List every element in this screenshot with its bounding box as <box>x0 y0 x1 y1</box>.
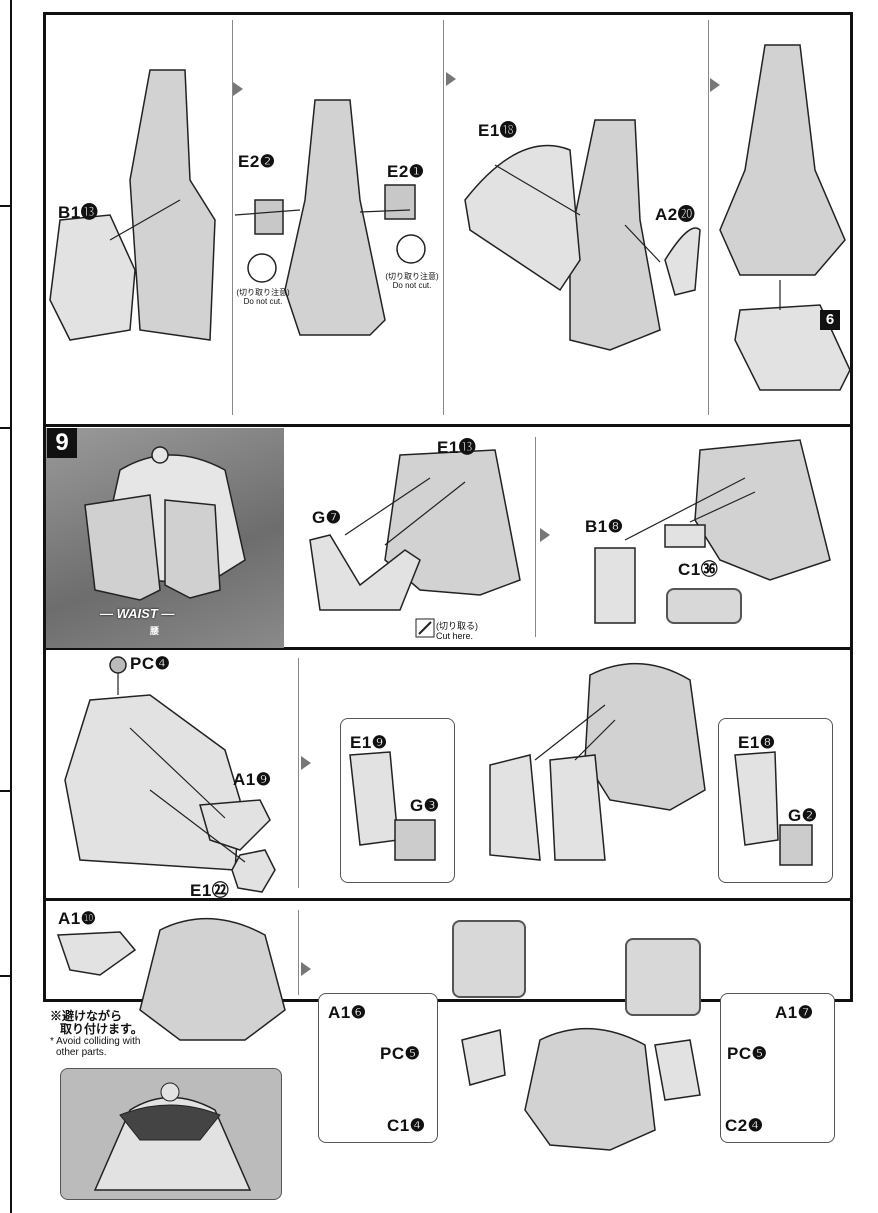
label-e1-22: E1㉒ <box>190 881 230 900</box>
part-g2-illustration <box>779 824 813 866</box>
note-en: Cut here. <box>436 631 474 641</box>
column-divider <box>443 20 444 415</box>
avoid-collision-note: ※避けながら 取り付けます。 * Avoid colliding with ot… <box>50 1009 143 1059</box>
flow-arrow-icon <box>301 962 311 976</box>
do-not-cut-icon <box>396 234 426 264</box>
part-a2-20-illustration <box>664 227 701 296</box>
note-jp: (切り取り注意) <box>236 288 290 297</box>
part-e2-1-illustration <box>384 184 416 220</box>
part-6-badge: 6 <box>820 310 840 330</box>
label-e1-13: E1⓭ <box>437 438 477 457</box>
inner-view-callout-left <box>452 920 526 998</box>
label-e1-18: E1⓲ <box>478 121 518 140</box>
row-divider <box>43 424 853 427</box>
waist-title: — WAIST — <box>100 606 175 621</box>
label-pc5-left: PC❺ <box>380 1044 421 1063</box>
note-en-line1: * Avoid colliding with <box>50 1036 141 1047</box>
armor-plate-b1-illustration <box>49 214 136 341</box>
label-c1-36: C1㊱ <box>678 560 719 579</box>
nipper-cut-icon <box>415 618 435 638</box>
side-armor-right-illustration <box>654 1039 701 1101</box>
flow-arrow-icon <box>233 82 243 96</box>
label-g3: G❸ <box>410 796 440 815</box>
column-divider <box>298 910 299 995</box>
part-c1-36-illustration <box>664 524 706 548</box>
label-a1-7: A1❼ <box>775 1003 814 1022</box>
part-a1-10-illustration <box>56 931 137 976</box>
note-jp-line2: 取り付けます。 <box>60 1022 143 1036</box>
label-a2-20: A2⓴ <box>655 205 696 224</box>
flow-arrow-icon <box>710 78 720 92</box>
note-en: Do not cut. <box>243 297 283 306</box>
label-e2-1: E2❶ <box>387 162 425 181</box>
note-en-line2: other parts. <box>56 1047 107 1058</box>
column-divider <box>298 658 299 888</box>
waist-center-illustration <box>524 1027 656 1151</box>
label-pc4: PC❹ <box>130 654 171 673</box>
a1-7-detail-callout <box>720 993 835 1143</box>
leg-part-illustration <box>719 44 846 276</box>
flow-arrow-icon <box>446 72 456 86</box>
row-divider <box>43 898 853 901</box>
side-skirt-illustration <box>489 754 541 861</box>
row-divider <box>43 647 853 650</box>
note-en: Do not cut. <box>392 281 432 290</box>
waist-title-jp: 腰 <box>150 626 160 636</box>
do-not-cut-note-right: (切り取り注意) Do not cut. <box>382 272 442 290</box>
column-divider <box>232 20 233 415</box>
waist-core-illustration <box>584 662 706 811</box>
part-e2-2-illustration <box>254 199 284 235</box>
step-number: 9 <box>47 428 77 458</box>
shell-part-e1-18-illustration <box>464 144 581 292</box>
side-skirt-illustration <box>549 754 606 861</box>
label-c1-4: C1❹ <box>387 1116 426 1135</box>
column-divider <box>535 437 536 637</box>
waist-assembled-illustration <box>139 917 286 1041</box>
label-c2-4: C2❹ <box>725 1116 764 1135</box>
note-jp: (切り取る) <box>436 621 478 631</box>
do-not-cut-icon <box>247 253 277 283</box>
flow-arrow-icon <box>540 528 550 542</box>
cut-here-note: (切り取る) Cut here. <box>436 621 478 641</box>
label-e1-8: E1❽ <box>738 733 776 752</box>
column-divider <box>708 20 709 415</box>
part-g7-illustration <box>309 534 421 611</box>
side-armor-left-illustration <box>461 1029 506 1086</box>
a1-6-detail-callout <box>318 993 438 1143</box>
label-e2-2: E2❷ <box>238 152 276 171</box>
do-not-cut-note-left: (切り取り注意) Do not cut. <box>233 288 293 306</box>
part-g3-illustration <box>394 819 436 861</box>
part-e1-8-illustration <box>734 751 779 846</box>
inner-view-callout-right <box>625 938 701 1016</box>
label-e1-9: E1❾ <box>350 733 388 752</box>
c1-36-detail-callout <box>666 588 742 624</box>
note-jp-line1: ※避けながら <box>50 1009 123 1023</box>
left-page-strip <box>0 0 12 1213</box>
note-jp: (切り取り注意) <box>385 272 439 281</box>
label-a1-6: A1❻ <box>328 1003 367 1022</box>
label-g7: G❼ <box>312 508 342 527</box>
label-b1-13: B1⓭ <box>58 203 99 222</box>
leg-part-illustration <box>284 99 386 336</box>
leg-part-illustration <box>129 69 216 341</box>
instruction-frame <box>43 12 853 1002</box>
label-a1-10: A1❿ <box>58 909 97 928</box>
label-g2: G❷ <box>788 806 818 825</box>
flow-arrow-icon <box>301 756 311 770</box>
label-b1-8: B1❽ <box>585 517 624 536</box>
part-b1-8-illustration <box>594 547 636 624</box>
label-pc5-right: PC❺ <box>727 1044 768 1063</box>
label-a1-9: A1❾ <box>233 770 272 789</box>
